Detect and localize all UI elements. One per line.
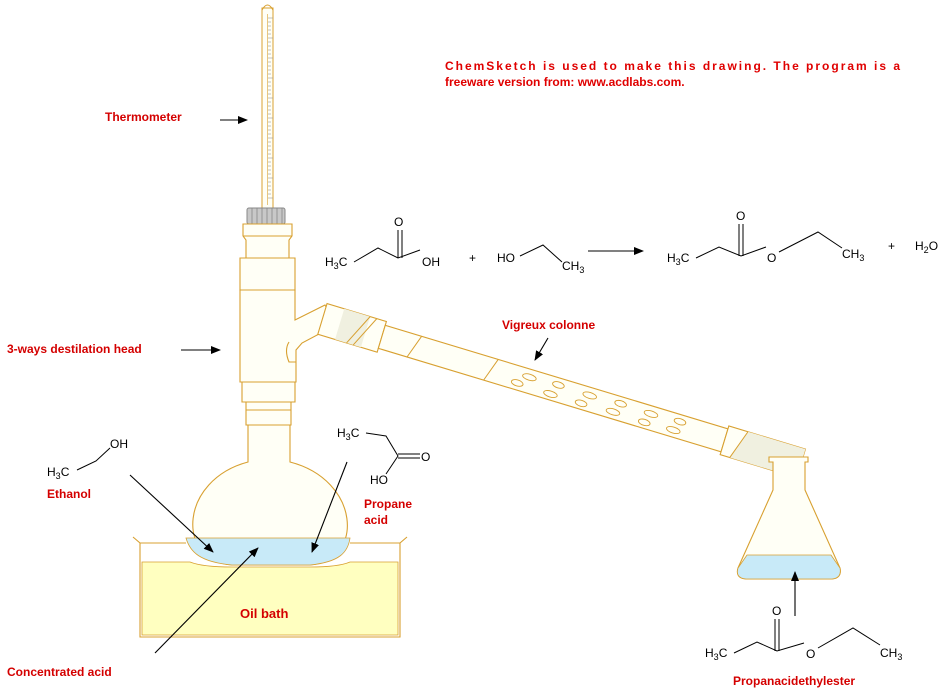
distillation-head-label: 3-ways destilation head xyxy=(7,342,142,356)
note-line-1: ChemSketch is used to make this drawing.… xyxy=(445,59,900,73)
svg-text:O: O xyxy=(767,251,776,265)
product-label: Propanacidethylester xyxy=(733,674,855,688)
freeware-note: ChemSketch is used to make this drawing.… xyxy=(445,59,900,89)
round-bottom-flask xyxy=(185,424,351,566)
concentrated-acid-arrow xyxy=(154,547,259,654)
thermometer-adapter xyxy=(239,207,296,291)
propanoic-acid-structure-flask: H3C O HO xyxy=(337,426,430,487)
distillation-head xyxy=(239,289,337,426)
ester-structure-reaction: H3C O O CH3 xyxy=(667,209,864,267)
propane-acid-label-2: acid xyxy=(364,513,388,527)
svg-text:H3C: H3C xyxy=(47,465,70,481)
svg-text:H3C: H3C xyxy=(325,255,348,271)
ethanol-structure-reaction: HO CH3 xyxy=(497,244,584,275)
flask-liquid xyxy=(185,537,351,566)
reaction-equation: H3C O OH + HO CH3 H3C O O CH3 + H2O xyxy=(325,209,938,275)
propane-acid-label-1: Propane xyxy=(364,497,412,511)
oil-bath-label: Oil bath xyxy=(240,606,288,621)
svg-text:H3C: H3C xyxy=(337,426,360,442)
ethanol-arrow xyxy=(129,474,214,553)
svg-text:HO: HO xyxy=(497,251,515,265)
svg-text:CH3: CH3 xyxy=(880,646,902,662)
thermometer-label: Thermometer xyxy=(105,110,182,124)
concentrated-acid-label: Concentrated acid xyxy=(7,665,112,679)
vigreux-column xyxy=(317,302,807,479)
vigreux-arrow xyxy=(534,337,549,361)
svg-text:CH3: CH3 xyxy=(562,259,584,275)
propane-acid-arrow xyxy=(311,461,348,553)
plus-sign-2: + xyxy=(888,239,895,253)
vigreux-label: Vigreux colonne xyxy=(502,318,595,332)
svg-text:OH: OH xyxy=(110,437,128,451)
ester-structure-product: H3C O O CH3 xyxy=(705,604,902,662)
oil-bath: Oil bath xyxy=(132,536,408,638)
svg-text:H3C: H3C xyxy=(705,646,728,662)
water-formula: H2O xyxy=(915,239,938,255)
svg-text:O: O xyxy=(772,604,781,618)
note-line-2: freeware version from: www.acdlabs.com. xyxy=(445,75,685,89)
erlenmeyer-flask xyxy=(736,456,841,580)
svg-text:O: O xyxy=(394,215,403,229)
svg-text:H3C: H3C xyxy=(667,251,690,267)
ethanol-structure: H3C OH xyxy=(47,437,128,481)
svg-text:OH: OH xyxy=(422,255,440,269)
svg-text:O: O xyxy=(421,450,430,464)
erlenmeyer-liquid xyxy=(736,554,841,580)
plus-sign-1: + xyxy=(469,251,476,265)
ethanol-label: Ethanol xyxy=(47,487,91,501)
svg-text:HO: HO xyxy=(370,473,388,487)
svg-text:O: O xyxy=(806,647,815,661)
svg-text:CH3: CH3 xyxy=(842,247,864,263)
propanoic-acid-structure: H3C O OH xyxy=(325,215,440,271)
oil-bath-liquid xyxy=(141,561,399,636)
svg-text:O: O xyxy=(736,209,745,223)
